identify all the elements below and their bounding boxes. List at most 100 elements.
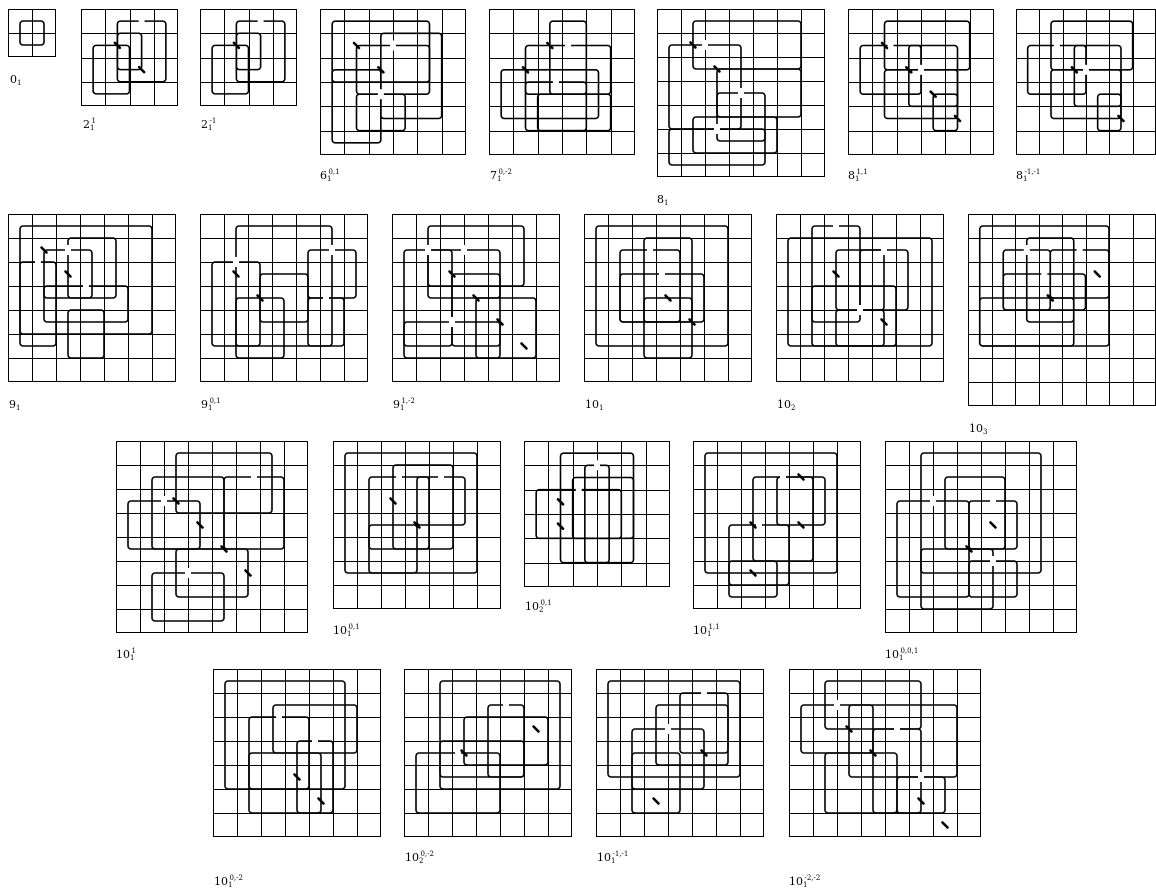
knot-diagram-10-1-m1m1 [596,669,764,837]
crossing-marker [246,571,251,576]
crossing-gap [455,748,461,758]
crossing-gap [438,472,444,482]
crossing-marker [222,547,227,552]
knot-diagram-10-1-001 [885,441,1077,633]
knot-grid-svg [320,9,466,155]
crossing-gap [461,245,467,255]
crossing-marker [234,272,239,277]
crossing-gap [1054,41,1060,51]
diagram-label: 1010,0,1 [885,645,918,664]
crossing-gap [714,124,720,134]
crossing-gap [565,41,571,51]
label-sup: -1,-1 [1024,168,1040,176]
knot-loop [729,561,777,597]
knot-diagram-7-1-0m2 [489,9,635,155]
label-base: 10 [214,875,228,888]
crossing-gap [918,65,924,75]
crossing-gap [1083,65,1089,75]
knot-diagram-10-1-11 [693,441,861,609]
label-sub: 2 [419,857,423,865]
label-sup: 0,1 [348,623,359,631]
diagram-label: 811,1 [848,166,868,185]
crossing-marker [198,523,203,528]
crossing-marker [919,799,924,804]
knot-diagram-10-1-m2m2 [789,669,981,837]
diagram-label: 101 [585,395,600,414]
label-base: 10 [789,875,803,888]
diagram-label: 911,-2 [393,395,415,414]
knot-grid-svg [213,669,381,837]
crossing-gap [35,257,41,267]
label-base: 10 [405,851,419,864]
label-sup: 0,1 [209,397,220,405]
crossing-marker [391,499,396,504]
crossing-gap [930,496,936,506]
crossing-marker [378,67,383,72]
crossing-marker [258,296,263,301]
crossing-gap [276,712,282,722]
crossing-gap [503,700,509,710]
knot-grid-svg [789,669,981,837]
knot-grid-svg [8,9,56,57]
crossing-gap [329,245,335,255]
crossing-marker [523,67,528,72]
label-base: 2 [83,118,90,131]
label-base: 10 [885,648,899,661]
crossing-gap [780,472,786,482]
label-sub: 1 [1023,175,1027,183]
knot-grid-svg [200,9,297,106]
crossing-gap [918,772,924,782]
label-base: 8 [1016,169,1023,182]
crossing-marker [691,43,696,48]
knot-grid-svg [404,669,572,837]
knot-grid-svg [200,214,368,382]
label-sub: 1 [16,404,20,412]
crossing-marker [799,475,804,480]
crossing-gap [647,245,653,255]
crossing-marker [931,92,936,97]
knot-loop [428,226,524,286]
crossing-gap [990,496,996,506]
crossing-marker [751,571,756,576]
label-sub: 1 [664,199,668,207]
knot-grid-svg [596,669,764,837]
crossing-marker [66,272,71,277]
crossing-gap [990,556,996,566]
label-sub: 1 [400,404,404,412]
label-sup: 0,-2 [229,874,243,882]
knot-grid-svg [8,214,176,382]
crossing-gap [1041,269,1047,279]
crossing-marker [690,320,695,325]
label-base: 10 [969,422,983,435]
crossing-marker [799,523,804,528]
diagram-label: 1010,-2 [214,872,243,891]
knot-diagram-2-1-m1 [200,9,297,106]
knot-loop [729,525,789,585]
diagram-label: 01 [10,70,18,89]
diagram-label: 103 [969,419,984,438]
crossing-gap [83,281,89,291]
crossing-gap [323,293,329,303]
knot-diagram-10-1-0m2 [213,669,381,837]
crossing-marker [871,751,876,756]
label-sub: 1 [497,175,501,183]
crossing-marker [1119,116,1124,121]
crossing-marker [751,523,756,528]
knot-loop [417,477,465,525]
crossing-gap [888,41,894,51]
crossing-gap [894,724,900,734]
label-sup: 0,1 [540,599,551,607]
crossing-gap [425,245,431,255]
crossing-marker [462,751,467,756]
crossing-marker [1095,272,1100,277]
crossing-gap [594,460,600,470]
knot-diagram-0-1 [8,9,56,57]
label-base: 10 [585,398,599,411]
crossing-marker [474,296,479,301]
label-sub: 1 [90,124,94,132]
label-base: 10 [777,398,791,411]
crossing-marker [522,344,527,349]
knot-diagram-2-1-1 [81,9,178,106]
knot-diagram-8-1-m1m1 [1016,9,1156,155]
label-sup: 0,1 [328,168,339,176]
